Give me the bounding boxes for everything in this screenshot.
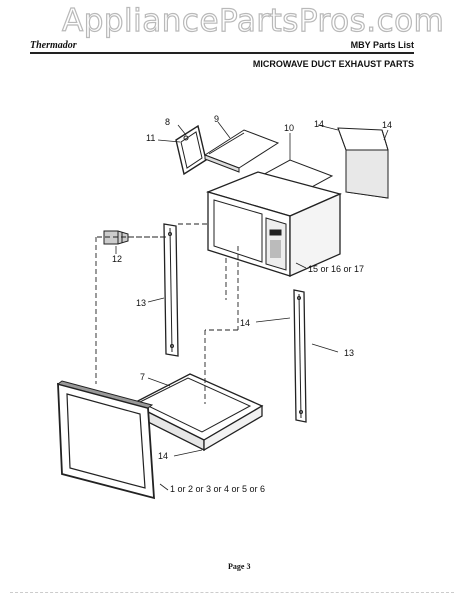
callout-8: 8 xyxy=(165,117,170,127)
callout-15-16-17: 15 or 16 or 17 xyxy=(308,264,364,274)
parts-list-title: MBY Parts List xyxy=(350,40,414,50)
callout-13-right: 13 xyxy=(344,348,354,358)
callout-9: 9 xyxy=(214,114,219,124)
bottom-rule xyxy=(10,592,454,593)
callout-7: 7 xyxy=(140,372,145,382)
callout-14-top-left: 14 xyxy=(314,119,324,129)
microwave-oven xyxy=(206,171,342,277)
part-8-bracket xyxy=(175,124,207,176)
part-13-right-rail xyxy=(293,289,307,423)
callout-12: 12 xyxy=(112,254,122,264)
page-number: Page 3 xyxy=(228,562,251,571)
part-14-duct-panel xyxy=(337,127,389,199)
callout-14-bottom: 14 xyxy=(158,451,168,461)
trim-frame xyxy=(56,380,155,500)
callout-14-middle: 14 xyxy=(240,318,250,328)
part-7-bottom-tray xyxy=(130,373,264,452)
callout-1-to-6: 1 or 2 or 3 or 4 or 5 or 6 xyxy=(170,484,265,494)
header-rule xyxy=(30,52,414,54)
part-13-left-rail xyxy=(163,223,179,357)
part-9-plate xyxy=(203,129,280,173)
brand-logo: Thermador xyxy=(30,40,77,51)
part-12-bolt xyxy=(103,230,129,245)
callout-14-top-right: 14 xyxy=(382,120,392,130)
watermark-text: AppliancePartsPros.com xyxy=(61,2,445,39)
callout-10: 10 xyxy=(284,123,294,133)
section-title: MICROWAVE DUCT EXHAUST PARTS xyxy=(252,59,414,69)
leader-lines xyxy=(115,121,389,491)
alignment-lines xyxy=(95,223,239,404)
callout-13-left: 13 xyxy=(136,298,146,308)
callout-11: 11 xyxy=(146,133,155,143)
